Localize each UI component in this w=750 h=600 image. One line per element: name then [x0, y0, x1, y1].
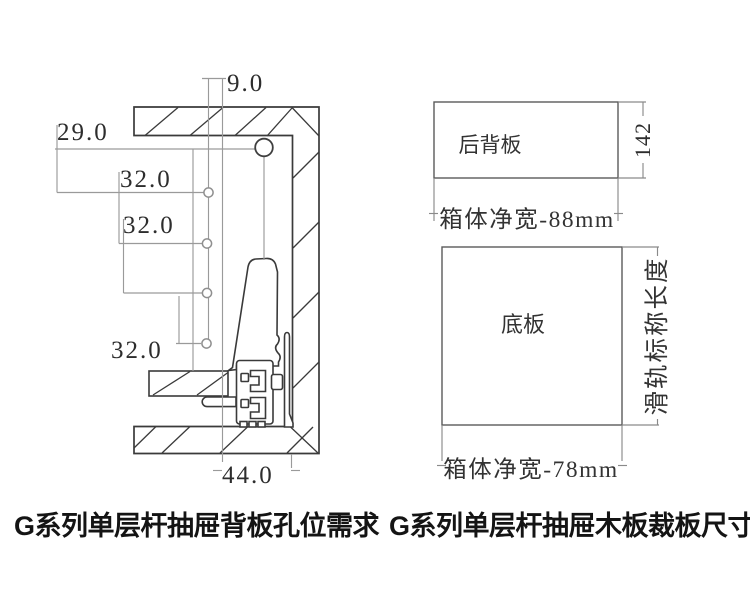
cabinet-hatching: [133, 107, 320, 454]
bottom-board-rect: [441, 246, 623, 426]
back-board-rect: [433, 101, 619, 179]
right-figure-caption: G系列单层杆抽屉木板裁板尺寸: [389, 511, 750, 541]
hatch-line: [292, 221, 320, 249]
hatch-line: [144, 107, 179, 136]
dim-row-spacing-1: 32.0: [120, 166, 172, 193]
miter-line: [291, 107, 320, 137]
back-panel-hole: [201, 287, 213, 299]
bottom-board-label: 底板: [501, 312, 545, 337]
back-panel-hole: [201, 238, 213, 249]
hatch-line: [133, 426, 157, 449]
hatch-line: [292, 151, 320, 179]
rod-mount-hole: [254, 137, 274, 158]
miter-line: [289, 426, 319, 454]
hatch-line: [189, 107, 224, 136]
hatch-line: [292, 361, 320, 389]
hatch-line: [152, 370, 191, 396]
back-board-height-text: 142: [630, 122, 655, 158]
hatch-line: [292, 291, 320, 319]
left-figure-caption: G系列单层杆抽屉背板孔位需求: [14, 511, 380, 541]
left-figure: 9.0 29.0 32.0 32.0 32.0 44.0: [55, 70, 320, 489]
hatch-line: [234, 107, 267, 136]
drawer-bottom-board: [148, 370, 229, 397]
clamp-upper-channel: [249, 369, 267, 393]
clamp-clip-block: [270, 373, 284, 391]
bottom-board-width-text: 箱体净宽-78mm: [443, 456, 618, 483]
back-panel-hole: [203, 187, 214, 198]
clamp-bolt-lower: [240, 398, 250, 409]
back-board-height-dim: 142: [618, 101, 655, 179]
clamp-bolt-upper: [240, 372, 250, 383]
back-board-label: 后背板: [459, 133, 522, 157]
back-board-width-dim: 箱体净宽-88mm: [429, 178, 623, 233]
dim-top-hole-offset: 9.0: [227, 70, 264, 97]
bottom-board-width-dim: 箱体净宽-78mm: [437, 425, 627, 483]
back-board-width-text: 箱体净宽-88mm: [439, 206, 614, 233]
drawing-canvas: 9.0 29.0 32.0 32.0 32.0 44.0 后背板 142: [55, 70, 671, 489]
hatch-line: [286, 426, 314, 454]
right-figure: 后背板 142 箱体净宽-88mm 底板: [429, 101, 671, 483]
hatch-line: [219, 426, 249, 454]
slide-support-flange: [201, 396, 237, 408]
bottom-board-length-dim: 滑轨标称长度: [622, 246, 671, 426]
clamp-lower-channel: [249, 396, 267, 420]
back-panel-hole: [201, 338, 212, 349]
clamp-foot: [239, 420, 248, 428]
clamp-foot: [248, 420, 257, 428]
dim-bottom-offset: 44.0: [222, 462, 274, 489]
dim-first-row: 29.0: [57, 119, 109, 146]
back-bracket-body: [225, 257, 281, 372]
dim-row-spacing-2: 32.0: [123, 212, 175, 239]
dim-row-spacing-3: 32.0: [111, 337, 163, 364]
hatch-line: [266, 107, 293, 137]
clamp-foot: [257, 420, 266, 428]
left-dimension-lines: [55, 77, 300, 472]
wall-strip: [283, 331, 294, 428]
bottom-board-length-text: 滑轨标称长度: [643, 257, 671, 416]
hatch-line: [161, 426, 191, 454]
